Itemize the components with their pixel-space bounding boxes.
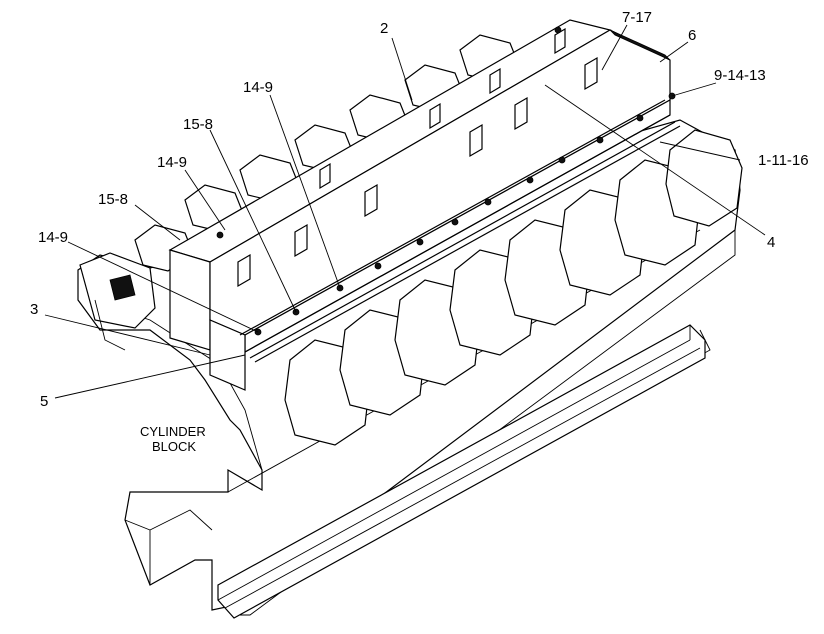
callout-14-9-top: 14-9 [243,79,273,96]
caption-line-2: BLOCK [152,439,196,454]
callout-5: 5 [40,393,48,410]
mounting-tabs [237,27,598,288]
callout-3: 3 [30,301,38,318]
callout-2: 2 [380,20,388,37]
callout-9-14-13: 9-14-13 [714,67,766,84]
callout-4: 4 [767,234,775,251]
callouts: 2 7-17 6 9-14-13 14-9 15-8 14-9 15-8 14-… [30,9,809,410]
callout-6: 6 [688,27,696,44]
callout-7-17: 7-17 [622,9,652,26]
callout-15-8-mid: 15-8 [98,191,128,208]
caption-line-1: CYLINDER [140,424,206,439]
leader-lines [44,24,766,399]
base-rail [217,324,706,619]
cylinder-heads-front-bank [284,129,743,446]
callout-15-8-top: 15-8 [183,116,213,133]
callout-14-9-mid: 14-9 [157,154,187,171]
cylinder-block-caption: CYLINDER BLOCK [140,424,206,454]
end-bracket [79,252,156,351]
callout-14-9-left: 14-9 [38,229,68,246]
callout-1-11-16: 1-11-16 [758,152,809,169]
fasteners [216,26,676,336]
